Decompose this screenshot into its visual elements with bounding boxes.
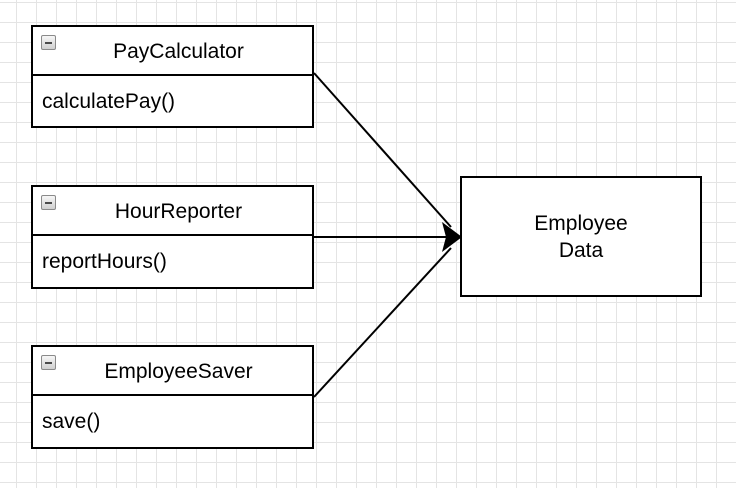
collapse-minus-icon[interactable] xyxy=(41,35,56,50)
class-name: PayCalculator xyxy=(113,40,244,63)
collapse-minus-icon[interactable] xyxy=(41,195,56,210)
class-name: HourReporter xyxy=(114,200,243,223)
employee-data-box[interactable]: Employee Data xyxy=(460,176,702,297)
connector-paycalculator[interactable] xyxy=(313,72,452,228)
arrowhead-icon xyxy=(442,222,462,252)
class-header: EmployeeSaver xyxy=(33,347,312,396)
entity-label-line2: Data xyxy=(558,238,604,262)
connector-employeesaver[interactable] xyxy=(313,247,452,398)
collapse-minus-icon[interactable] xyxy=(41,355,56,370)
method-label: reportHours() xyxy=(42,250,167,273)
class-name: EmployeeSaver xyxy=(104,360,253,383)
method-label: calculatePay() xyxy=(42,90,176,113)
class-box-paycalculator[interactable]: PayCalculator calculatePay() xyxy=(31,25,314,128)
entity-label-line1: Employee xyxy=(534,211,628,235)
class-header: PayCalculator xyxy=(33,27,312,76)
class-header: HourReporter xyxy=(33,187,312,236)
class-box-hourreporter[interactable]: HourReporter reportHours() xyxy=(31,185,314,289)
method-label: save() xyxy=(42,410,101,433)
class-box-employeesaver[interactable]: EmployeeSaver save() xyxy=(31,345,314,449)
